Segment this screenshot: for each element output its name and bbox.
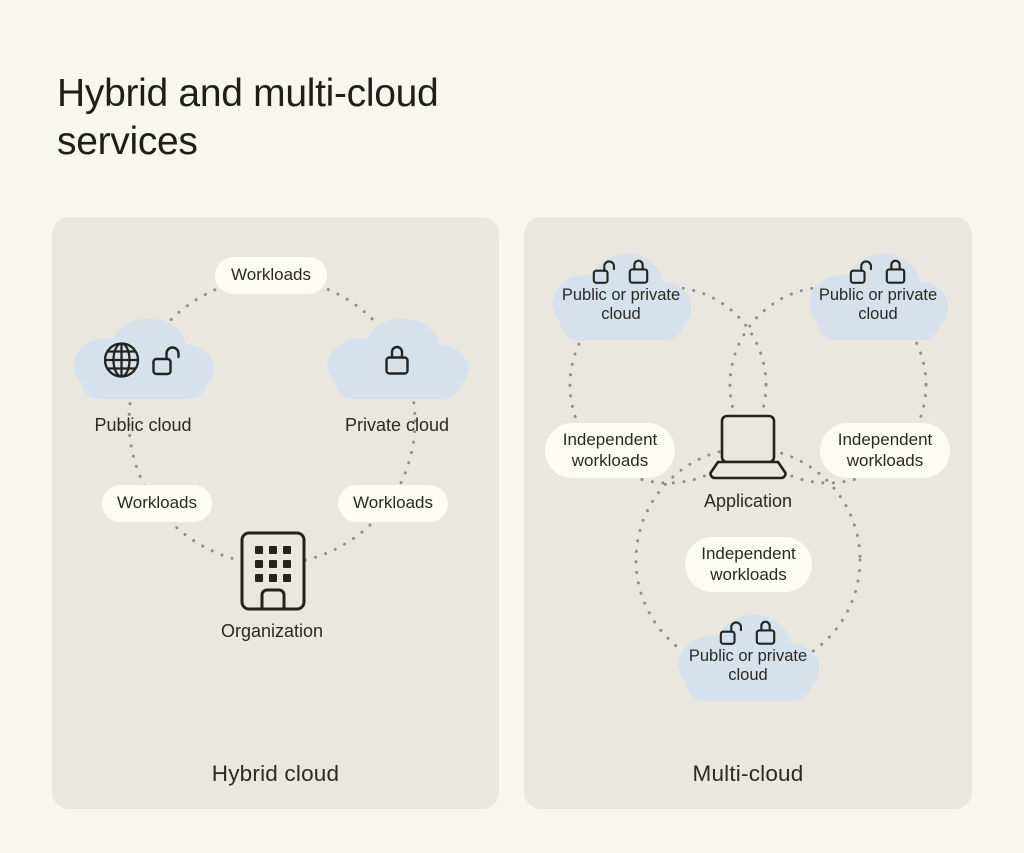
hybrid-cloud-caption: Hybrid cloud: [211, 761, 340, 786]
workloads-pill-left: Workloads: [102, 485, 212, 522]
cloud-icon: [678, 614, 820, 702]
cloud-label: Public or private cloud: [818, 286, 938, 324]
public-cloud-shape: [68, 313, 218, 403]
dotted-ring: [568, 285, 768, 485]
cloud-label: Public or private cloud: [561, 286, 681, 324]
application-label: Application: [703, 491, 793, 511]
pill-label: Independent workloads: [562, 430, 658, 470]
private-cloud-label: Private cloud: [344, 415, 450, 435]
multi-cloud-caption: Multi-cloud: [692, 761, 804, 786]
dotted-ring: [728, 285, 928, 485]
cloud-icon: [327, 318, 469, 400]
lock-icon: [755, 620, 775, 645]
workloads-pill-right: Workloads: [338, 485, 448, 522]
multi-cloud-panel: Public or private cloud: [524, 217, 972, 809]
lock-icon: [385, 345, 409, 375]
pill-label: Independent workloads: [701, 544, 796, 584]
public-or-private-cloud-bottom: Public or private cloud: [673, 609, 823, 705]
dotted-ring: [127, 276, 417, 566]
cloud-icon: [552, 253, 692, 341]
public-cloud-label: Public cloud: [94, 415, 192, 435]
independent-workloads-pill-left: Independent workloads: [545, 423, 675, 478]
workloads-pill-label: Workloads: [231, 265, 311, 285]
workloads-pill-label: Workloads: [353, 493, 433, 513]
multi-connection-rings: [568, 285, 928, 674]
public-or-private-cloud-top-right: Public or private cloud: [804, 248, 952, 344]
hybrid-cloud-panel: Workloads Public clo: [52, 217, 499, 809]
unlock-icon: [849, 260, 872, 284]
unlock-icon: [152, 346, 180, 375]
laptop-icon: [709, 414, 787, 480]
private-cloud-shape: [322, 313, 472, 403]
independent-workloads-pill-right: Independent workloads: [820, 423, 950, 478]
unlock-icon: [592, 260, 615, 284]
unlock-icon: [719, 621, 742, 645]
organization-label: Organization: [220, 621, 324, 641]
pill-label: Independent workloads: [837, 430, 933, 470]
workloads-pill-top: Workloads: [215, 257, 327, 294]
page-title: Hybrid and multi-cloud services: [57, 72, 439, 163]
hybrid-connection-ring: [127, 276, 417, 566]
workloads-pill-label: Workloads: [117, 493, 197, 513]
globe-icon: [103, 342, 140, 378]
building-windows: [255, 546, 291, 582]
independent-workloads-pill-center: Independent workloads: [685, 537, 812, 592]
public-or-private-cloud-top-left: Public or private cloud: [547, 248, 695, 344]
cloud-label: Public or private cloud: [688, 647, 808, 685]
dotted-ring: [634, 446, 862, 674]
building-icon: [240, 531, 306, 611]
lock-icon: [885, 259, 905, 284]
lock-icon: [628, 259, 648, 284]
